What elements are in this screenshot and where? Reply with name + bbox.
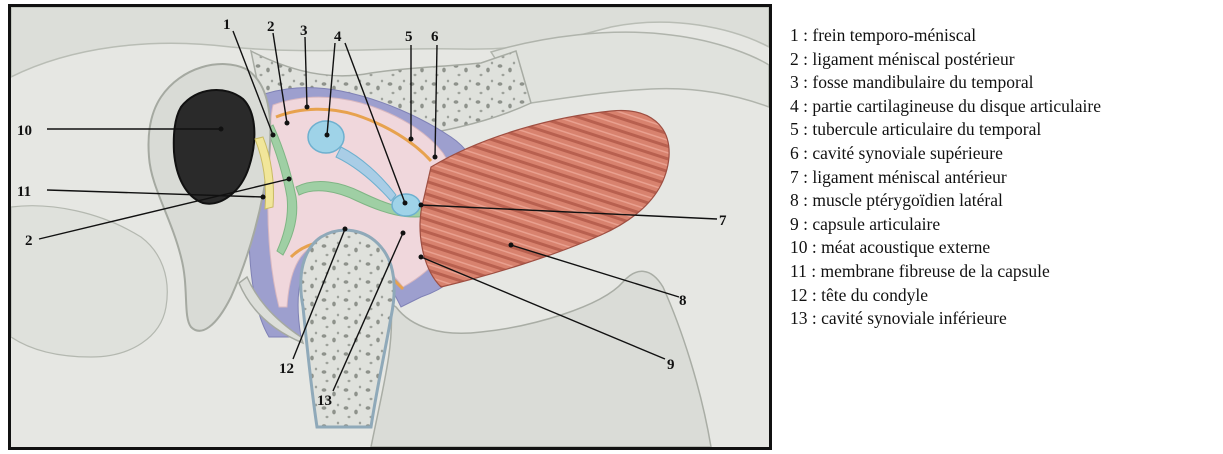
legend-item-11: 11 : membrane fibreuse de la capsule	[790, 260, 1220, 284]
tmj-diagram: 1 2 3 4 5 6 7 8 9 10 11 2 12 13	[11, 7, 769, 447]
legend-item-13: 13 : cavité synoviale inférieure	[790, 307, 1220, 331]
num-13: 13	[317, 393, 332, 409]
legend-item-12: 12 : tête du condyle	[790, 284, 1220, 308]
num-3: 3	[300, 23, 308, 39]
legend-item-5: 5 : tubercule articulaire du temporal	[790, 118, 1220, 142]
anatomy-illustration: 1 2 3 4 5 6 7 8 9 10 11 2 12 13	[8, 4, 772, 450]
num-2-top: 2	[267, 19, 275, 35]
num-5: 5	[405, 29, 413, 45]
num-10: 10	[17, 123, 32, 139]
num-2-left: 2	[25, 233, 33, 249]
num-12: 12	[279, 361, 294, 377]
legend-item-9: 9 : capsule articulaire	[790, 213, 1220, 237]
legend-item-8: 8 : muscle ptérygoïdien latéral	[790, 189, 1220, 213]
legend-item-1: 1 : frein temporo-méniscal	[790, 24, 1220, 48]
legend-item-10: 10 : méat acoustique externe	[790, 236, 1220, 260]
num-7: 7	[719, 213, 727, 229]
num-9: 9	[667, 357, 675, 373]
num-11: 11	[17, 184, 31, 200]
legend-item-3: 3 : fosse mandibulaire du temporal	[790, 71, 1220, 95]
legend-item-7: 7 : ligament méniscal antérieur	[790, 166, 1220, 190]
legend-item-6: 6 : cavité synoviale supérieure	[790, 142, 1220, 166]
legend-item-2: 2 : ligament méniscal postérieur	[790, 48, 1220, 72]
num-4: 4	[334, 29, 342, 45]
legend-list: 1 : frein temporo-méniscal 2 : ligament …	[790, 24, 1220, 331]
num-1: 1	[223, 17, 231, 33]
num-6: 6	[431, 29, 439, 45]
legend-item-4: 4 : partie cartilagineuse du disque arti…	[790, 95, 1220, 119]
num-8: 8	[679, 293, 687, 309]
